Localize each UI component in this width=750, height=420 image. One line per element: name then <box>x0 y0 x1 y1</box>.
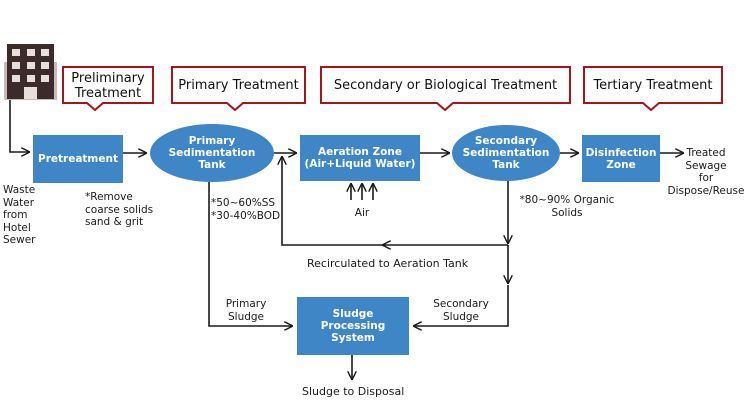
primary-sludge-label: Primary Sludge <box>225 298 267 323</box>
arrow-sewer-to-pretreatment <box>9 100 29 152</box>
primary-sedimentation-label: Primary Sedimentation Tank <box>168 135 256 171</box>
aeration-zone-node <box>300 135 420 181</box>
secondary-removal-note: *80~90% Organic Solids <box>519 194 615 219</box>
callout-preliminary-treatment: Preliminary Treatment <box>71 71 145 101</box>
air-label: Air <box>354 207 370 219</box>
disinfection-zone-label: Disinfection Zone <box>585 146 657 171</box>
primary-sedimentation-node <box>150 124 274 182</box>
arrow-primary-sludge <box>208 182 292 326</box>
callout-preliminary-frame <box>62 66 154 112</box>
aeration-zone-label: Aeration Zone (Air+Liquid Water) <box>304 146 416 170</box>
flow-arrows <box>9 100 683 379</box>
sludge-processing-label: Sludge Processing System <box>320 308 386 344</box>
hotel-building-icon <box>4 44 57 100</box>
callout-primary-frame <box>171 66 306 112</box>
treated-output-label: Treated Sewage for Dispose/Reuse <box>667 147 745 197</box>
callout-tertiary-treatment: Tertiary Treatment <box>593 78 713 93</box>
disinfection-zone-node <box>582 135 660 182</box>
secondary-sedimentation-node <box>452 125 560 181</box>
primary-removal-note: *50~60%SS *30-40%BOD <box>211 197 281 222</box>
pretreatment-label: Pretreatment <box>38 153 118 165</box>
arrow-secondary-sludge-in <box>414 285 509 326</box>
pretreatment-node <box>33 135 123 183</box>
source-label: Waste Water from Hotel Sewer <box>3 184 36 246</box>
sludge-disposal-label: Sludge to Disposal <box>302 385 405 398</box>
secondary-sedimentation-label: Secondary Sedimentation Tank <box>462 135 550 171</box>
arrow-recirculation-up <box>282 157 383 246</box>
callout-secondary-frame <box>320 66 571 112</box>
pretreatment-note: *Remove coarse solids sand & grit <box>85 191 154 228</box>
recirculated-label: Recirculated to Aeration Tank <box>307 257 469 270</box>
callout-primary-treatment: Primary Treatment <box>178 78 299 93</box>
callout-tertiary-frame <box>583 66 723 112</box>
callout-secondary-treatment: Secondary or Biological Treatment <box>333 78 558 93</box>
sludge-processing-node <box>297 297 409 355</box>
secondary-sludge-label: Secondary Sludge <box>433 298 489 323</box>
